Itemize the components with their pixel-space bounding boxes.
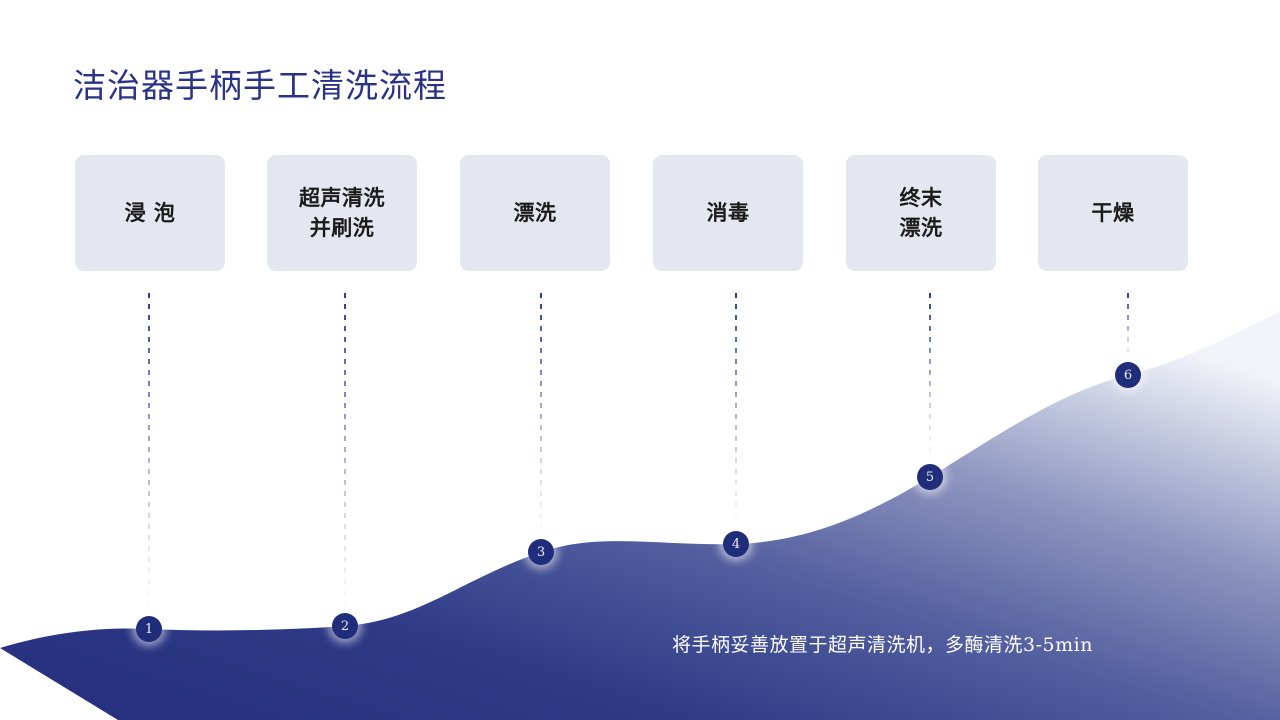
step-box-label-1: 浸 泡 [124, 199, 176, 225]
step-marker-number-1: 1 [144, 621, 154, 637]
step-box-5[interactable]: 终末 漂洗 [846, 155, 996, 271]
wave-caption-text: 将手柄妥善放置于超声清洗机，多酶清洗3-5min [672, 634, 1093, 656]
step-marker-number-5: 5 [925, 469, 935, 485]
step-marker-3[interactable]: 3 [528, 539, 554, 565]
step-marker-6[interactable]: 6 [1115, 362, 1141, 388]
connector-line-4 [735, 293, 737, 532]
step-box-2[interactable]: 超声清洗 并刷洗 [267, 155, 417, 271]
step-marker-number-3: 3 [536, 544, 546, 560]
step-box-4[interactable]: 消毒 [653, 155, 803, 271]
step-box-label-2: 超声清洗 并刷洗 [299, 184, 385, 240]
step-marker-1[interactable]: 1 [136, 616, 162, 642]
step-box-6[interactable]: 干燥 [1038, 155, 1188, 271]
step-marker-4[interactable]: 4 [723, 531, 749, 557]
step-marker-number-2: 2 [340, 618, 350, 634]
connector-line-1 [148, 293, 150, 617]
connector-line-6 [1127, 293, 1129, 363]
wave-shape [0, 312, 1280, 720]
step-box-label-4: 消毒 [706, 199, 750, 225]
step-marker-5[interactable]: 5 [917, 464, 943, 490]
connector-line-5 [929, 293, 931, 465]
step-box-label-3: 漂洗 [513, 199, 557, 225]
step-box-label-6: 干燥 [1091, 199, 1135, 225]
step-marker-number-4: 4 [731, 536, 741, 552]
connector-line-3 [540, 293, 542, 540]
connector-line-2 [344, 293, 346, 614]
page-title: 洁治器手柄手工清洗流程 [73, 66, 447, 105]
step-marker-2[interactable]: 2 [332, 613, 358, 639]
step-box-label-5: 终末 漂洗 [899, 184, 943, 240]
step-box-1[interactable]: 浸 泡 [75, 155, 225, 271]
wave-corner-cut [0, 648, 118, 720]
step-marker-number-6: 6 [1123, 367, 1133, 383]
step-box-3[interactable]: 漂洗 [460, 155, 610, 271]
